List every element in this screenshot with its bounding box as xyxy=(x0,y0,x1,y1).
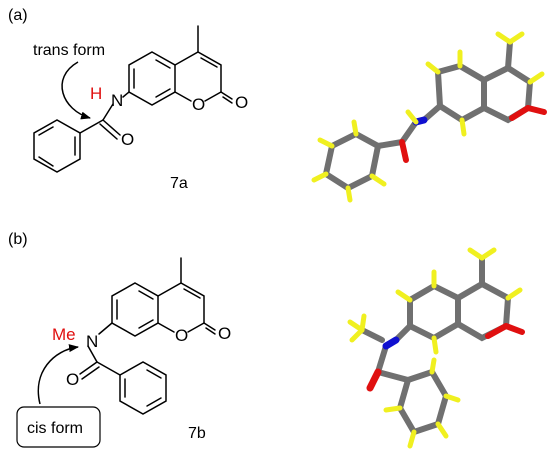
atom-me-label: Me xyxy=(52,325,76,344)
atom-o-carbonyl-a: O xyxy=(235,93,248,112)
atom-o-amide-b: O xyxy=(66,370,79,389)
panel-a-label: (a) xyxy=(8,7,28,24)
compound-7b-label: 7b xyxy=(188,425,206,442)
panel-a-structure xyxy=(33,25,233,173)
cis-arrow xyxy=(37,344,79,405)
atom-o-ring-a: O xyxy=(192,95,205,114)
atom-o-ring-b: O xyxy=(175,326,188,345)
panel-b-label: (b) xyxy=(8,231,28,248)
atom-o-carbonyl-b: O xyxy=(218,324,231,343)
panel-a-3d-model xyxy=(311,31,547,203)
panel-b-3d-model xyxy=(347,247,525,449)
trans-form-label: trans form xyxy=(33,42,105,59)
trans-arrow xyxy=(61,61,91,120)
panel-b-structure xyxy=(79,257,216,415)
cis-form-box xyxy=(16,406,101,448)
cis-form-label: cis form xyxy=(27,420,83,437)
atom-n-label-b: N xyxy=(86,332,98,351)
atom-h-label: H xyxy=(90,84,102,103)
atom-n-label-a: N xyxy=(111,91,123,110)
atom-o-amide-a: O xyxy=(121,130,134,149)
compound-7a-label: 7a xyxy=(170,175,188,192)
